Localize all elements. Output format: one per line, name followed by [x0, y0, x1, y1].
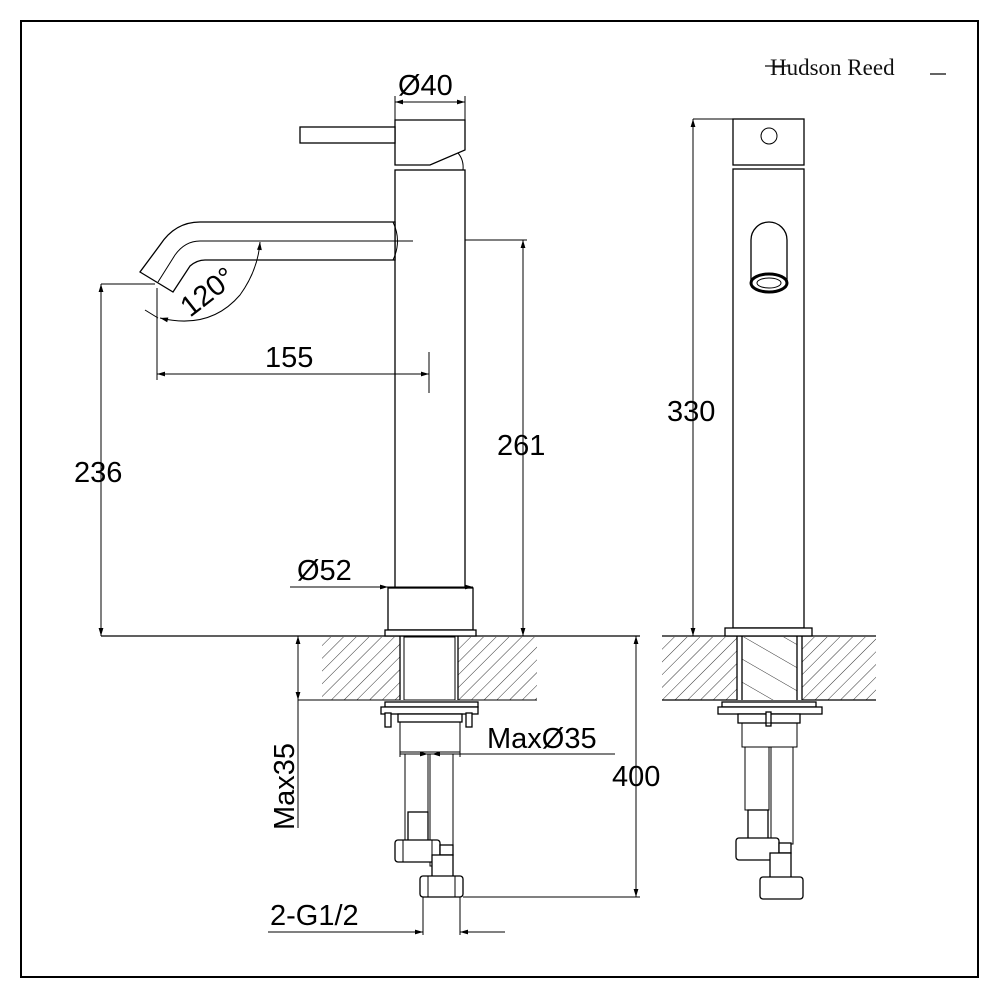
drawing-frame — [20, 20, 979, 978]
dim-hose-length: 400 — [612, 761, 660, 793]
handle-head — [394, 119, 466, 166]
hose-nut — [419, 875, 464, 898]
dim-max-hole-diameter: MaxØ35 — [487, 723, 597, 755]
hudson-reed-logo: Hudson Reed — [765, 55, 946, 80]
handle-head — [732, 118, 805, 166]
side-view: Ø40 120° 155 236 261 Ø52 — [74, 70, 660, 935]
dim-base-diameter: Ø52 — [297, 555, 352, 587]
flexible-hose — [770, 746, 794, 845]
dim-spout-reach: 155 — [265, 342, 313, 374]
dim-handle-diameter: Ø40 — [398, 70, 453, 102]
tap-base — [387, 587, 474, 631]
spout-outlet — [750, 221, 788, 283]
svg-text:Hudson Reed: Hudson Reed — [770, 55, 895, 80]
tap-body — [394, 169, 466, 589]
dim-connection-thread: 2-G1/2 — [270, 900, 359, 932]
handle-lever — [299, 126, 396, 144]
front-view: 330 — [662, 118, 876, 900]
dim-overall-height: 330 — [667, 396, 715, 428]
dim-max-deck-thickness: Max35 — [269, 743, 301, 830]
dim-spout-height: 236 — [74, 457, 122, 489]
spout — [139, 221, 396, 293]
dim-outlet-height: 261 — [497, 430, 545, 462]
flexible-hose — [744, 746, 770, 811]
hose-nut — [759, 876, 804, 900]
